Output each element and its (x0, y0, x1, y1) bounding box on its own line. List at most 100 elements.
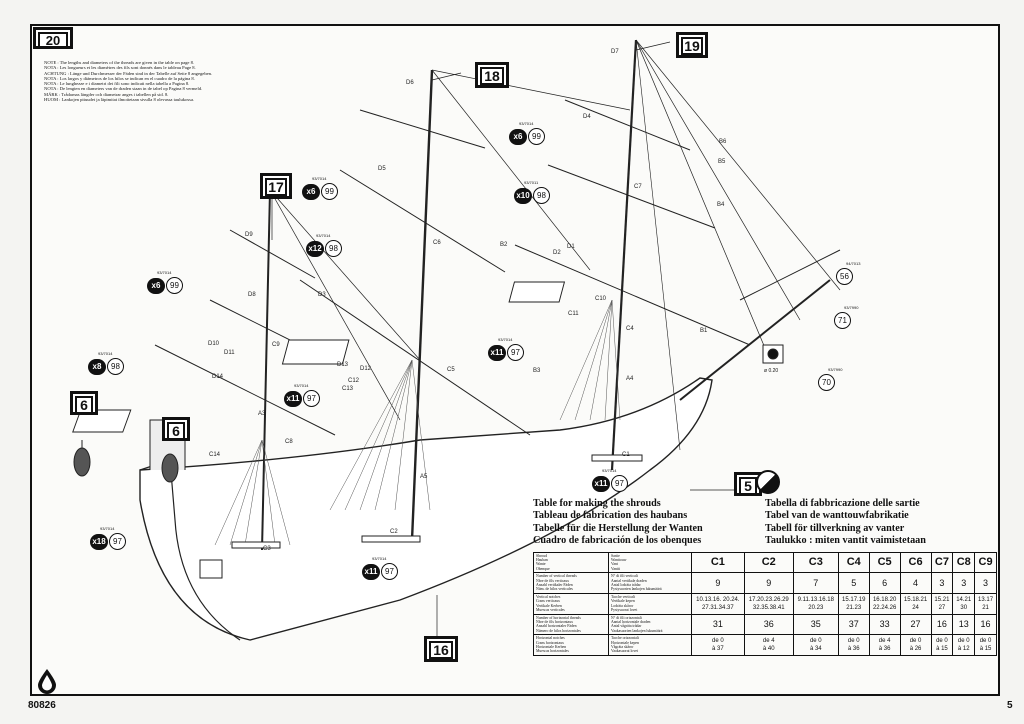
part-reference: 93/7014 (372, 556, 387, 561)
table-cell: 33 (868, 613, 901, 636)
yard (547, 164, 716, 229)
part-number-circle: 97 (303, 390, 320, 407)
leader-line (431, 72, 462, 81)
column-header: C4 (837, 551, 870, 574)
rigging-label: C1 (622, 452, 630, 458)
rigging-label: C13 (342, 386, 354, 392)
stay (431, 69, 591, 271)
column-header: C5 (868, 551, 901, 574)
step-box-17: 17 (260, 173, 292, 199)
yard (564, 99, 691, 151)
rigging-label: B3 (533, 368, 541, 374)
part-number-circle: 98 (533, 187, 550, 204)
part-quantity-badge: x6 (302, 183, 320, 200)
part-reference: 94/7013 (846, 261, 861, 266)
part-number-circle: 97 (109, 533, 126, 550)
table-title: Tableau de fabrication des haubans (533, 510, 688, 522)
rigging-label: B2 (500, 242, 508, 248)
step-box-6: 6 (162, 417, 190, 441)
titles-left: Table for making the shrouds Tableau de … (533, 498, 765, 548)
part-quantity-badge: x11 (488, 344, 506, 361)
rigging-label: D10 (208, 341, 220, 347)
note-line: NOTE : The lengths and diameters of the … (44, 60, 195, 65)
rigging-label: D13 (337, 362, 349, 368)
column-header: C2 (743, 551, 794, 574)
note-line: NOTA : De lengten en diameters van de dr… (44, 86, 203, 92)
rigging-label: D6 (406, 80, 414, 86)
rigging-label: C5 (447, 367, 455, 373)
fore-mast (610, 39, 638, 471)
table-cell: 36 (743, 613, 794, 636)
chain-plate (591, 454, 643, 462)
stay (635, 39, 681, 451)
column-header: C1 (691, 551, 745, 574)
part-reference: 93/7014 (157, 270, 172, 275)
step-box-6: 6 (70, 391, 98, 415)
column-header: C7 (930, 551, 954, 574)
yard (359, 109, 486, 149)
half-filled-circle-icon (756, 470, 780, 494)
part-number-circle: 99 (528, 128, 545, 145)
rigging-label: C8 (285, 439, 293, 445)
table-cell: 4 (899, 572, 932, 594)
rigging-label: D2 (553, 250, 561, 256)
table-cell: 10.13.16. 20.24.27.31.34.37 (691, 592, 745, 615)
part-reference: 93/7011 (524, 180, 539, 185)
table-title: Cuadro de fabricación de los obenques (533, 535, 702, 547)
table-cell: 9 (743, 572, 794, 594)
part-reference: 93/7014 (294, 383, 309, 388)
part-number-circle: 71 (834, 312, 851, 329)
step-number: 20 (38, 32, 68, 49)
note-line: NOTA : Los largos y diámetros de los hil… (44, 75, 195, 81)
yard (339, 169, 506, 273)
rigging-label: C3 (263, 546, 271, 552)
part-number-circle: 56 (836, 268, 853, 285)
yard (299, 279, 531, 436)
table-title: Tabell för tillverkning av vanter (765, 522, 905, 534)
table-title: Tabelle für die Herstellung der Wanten (533, 522, 703, 534)
column-header: C6 (899, 551, 932, 574)
table-cell: 37 (837, 613, 870, 636)
column-header: C8 (952, 551, 976, 574)
page-number: 5 (1007, 700, 1013, 711)
part-quantity-badge: x11 (284, 390, 302, 407)
rigging-label: D8 (248, 292, 256, 298)
part-number-circle: 70 (818, 374, 835, 391)
rigging-label: C12 (348, 378, 360, 384)
stay (269, 189, 401, 421)
rigging-label: C11 (568, 311, 579, 317)
main-top (281, 339, 350, 365)
table-cell: 3 (930, 572, 954, 594)
hull-stern (139, 459, 241, 641)
note-line: ACHTUNG : Länge und Durchmesser der Fäde… (44, 70, 213, 76)
rigging-label: B5 (718, 159, 726, 165)
stay (635, 39, 801, 321)
part-quantity-badge: x11 (362, 563, 380, 580)
table-titles: Table for making the shrouds Tableau de … (533, 498, 997, 548)
part-number-circle: 99 (321, 183, 338, 200)
part-number-circle: 98 (325, 240, 342, 257)
rigging-label: D7 (611, 49, 619, 55)
rigging-label: D1 (567, 244, 575, 250)
rigging-label: B4 (717, 202, 725, 208)
rigging-label: C14 (209, 452, 221, 458)
yard (229, 229, 316, 279)
